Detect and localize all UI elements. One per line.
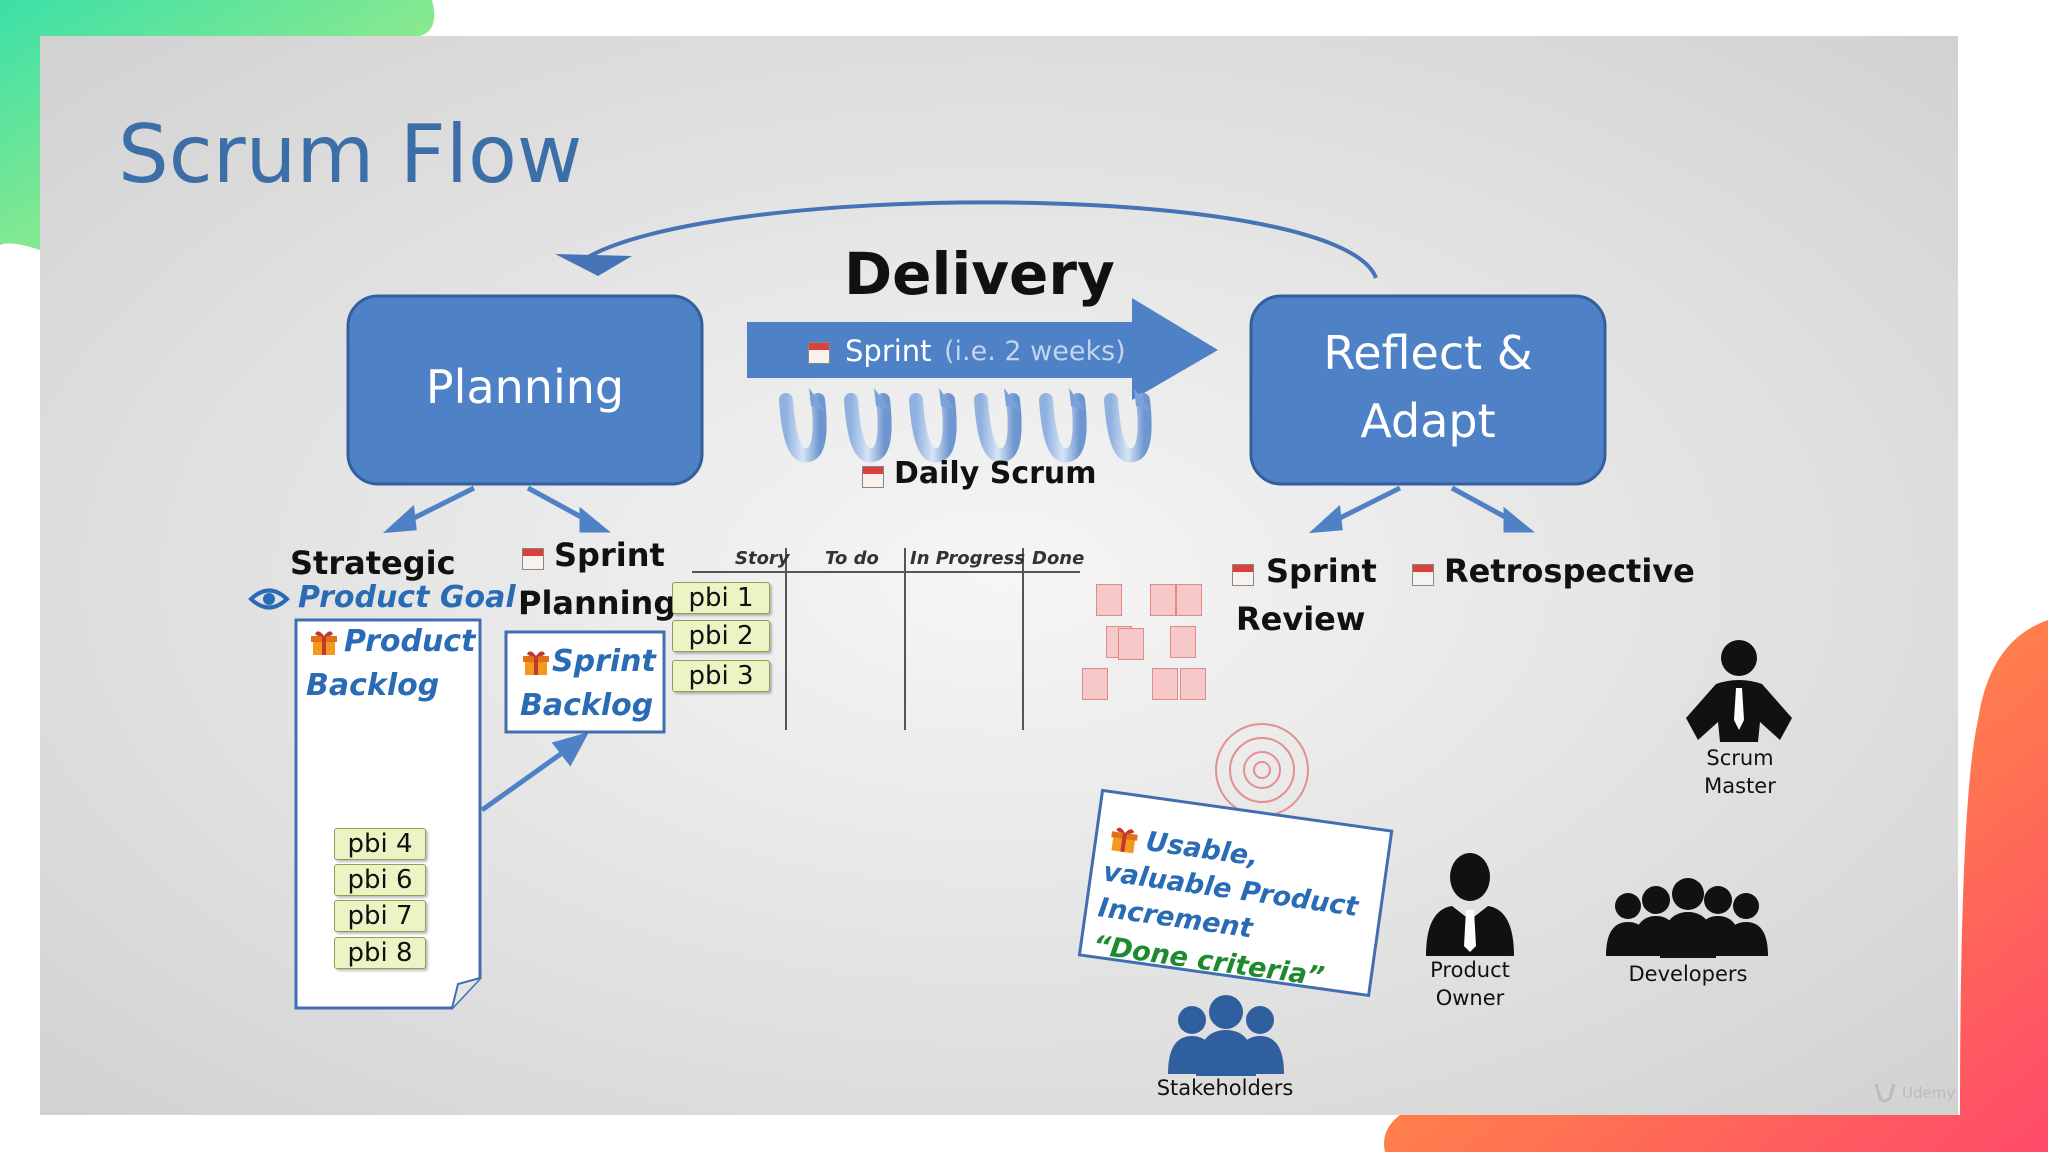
stakeholders-label: Stakeholders [1156,1076,1294,1100]
sticky-note [1152,668,1178,700]
daily-scrum-label: Daily Scrum [894,456,1097,491]
sprint-backlog-box [504,630,666,734]
calendar-icon [862,466,884,488]
sprint-duration: (i.e. 2 weeks) [944,336,1126,367]
backlog-item[interactable]: pbi 8 [334,937,426,969]
kanban-header-story: Story [735,548,790,569]
corner-decoration-bottom-right [1384,620,2048,1152]
sprint-arrow [747,298,1218,400]
calendar-icon [1412,564,1434,586]
udemy-logo-icon [1874,1083,1896,1103]
sticky-note [1082,668,1108,700]
delivery-label: Delivery [844,240,1115,308]
sprint-backlog-label-line2: Backlog [520,688,654,723]
product-goal-label: Product Goal [298,580,516,615]
kanban-header-done: Done [1032,548,1085,569]
story-card[interactable]: pbi 3 [672,660,770,692]
udemy-watermark: Udemy [1902,1084,1956,1102]
calendar-icon [522,548,544,570]
sprint-planning-label-line2: Planning [518,584,677,622]
reflect-adapt-box [1249,294,1607,486]
sprint-label: Sprint [845,334,932,368]
kanban-header-todo: To do [825,548,879,569]
product-owner-icon [1426,853,1514,956]
calendar-icon [1232,564,1254,586]
gift-icon [523,651,549,675]
backlog-item[interactable]: pbi 6 [334,864,426,896]
planning-box [346,294,704,486]
corner-decoration-top-left [0,0,435,250]
calendar-icon [808,342,830,364]
gift-icon [1111,827,1138,854]
increment-card-text: Usable, valuable Product Increment “Done… [1083,824,1391,1013]
daily-scrum-cycles [779,393,1152,463]
backlog-refinement-arrow [480,731,590,813]
sticky-note [1118,628,1144,660]
sticky-note [1096,584,1122,616]
developers-label: Developers [1628,962,1748,986]
sprint-backlog-label-line1: Sprint [552,644,656,679]
scrum-master-label-line1: Scrum [1706,746,1774,770]
story-card[interactable]: pbi 1 [672,582,770,614]
product-backlog-label-line2: Backlog [306,668,440,703]
reflect-adapt-label-line1: Reflect & [1323,326,1533,380]
planning-split-arrows [382,485,612,534]
backlog-item[interactable]: pbi 7 [334,900,426,932]
increment-card [1077,788,1394,998]
scrum-master-icon [1686,640,1792,742]
sticky-note [1150,584,1176,616]
developers-icon [1606,878,1768,958]
kanban-board [692,548,1080,730]
strategic-label: Strategic [290,544,456,582]
story-card[interactable]: pbi 2 [672,620,770,652]
page-title: Scrum Flow [118,108,583,201]
gift-icon [311,631,337,655]
eye-icon [248,588,290,610]
reflect-split-arrows [1308,485,1536,534]
product-owner-label-line2: Owner [1435,986,1505,1010]
sticky-note [1176,584,1202,616]
sprint-planning-label-line1: Sprint [554,536,665,574]
kanban-header-in-progress: In Progress [910,548,1026,569]
retrospective-label: Retrospective [1444,552,1695,590]
product-backlog-label-line1: Product [344,624,476,659]
sprint-review-label-line1: Sprint [1266,552,1377,590]
planning-label: Planning [425,360,625,414]
sticky-note [1170,626,1196,658]
reflect-adapt-label-line2: Adapt [1360,394,1496,448]
feedback-arrow [578,200,1378,279]
sprint-review-label-line2: Review [1236,600,1366,638]
product-owner-label-line1: Product [1430,958,1510,982]
sticky-note [1180,668,1206,700]
backlog-item[interactable]: pbi 4 [334,828,426,860]
stakeholders-icon [1168,995,1284,1076]
scrum-master-label-line2: Master [1704,774,1776,798]
